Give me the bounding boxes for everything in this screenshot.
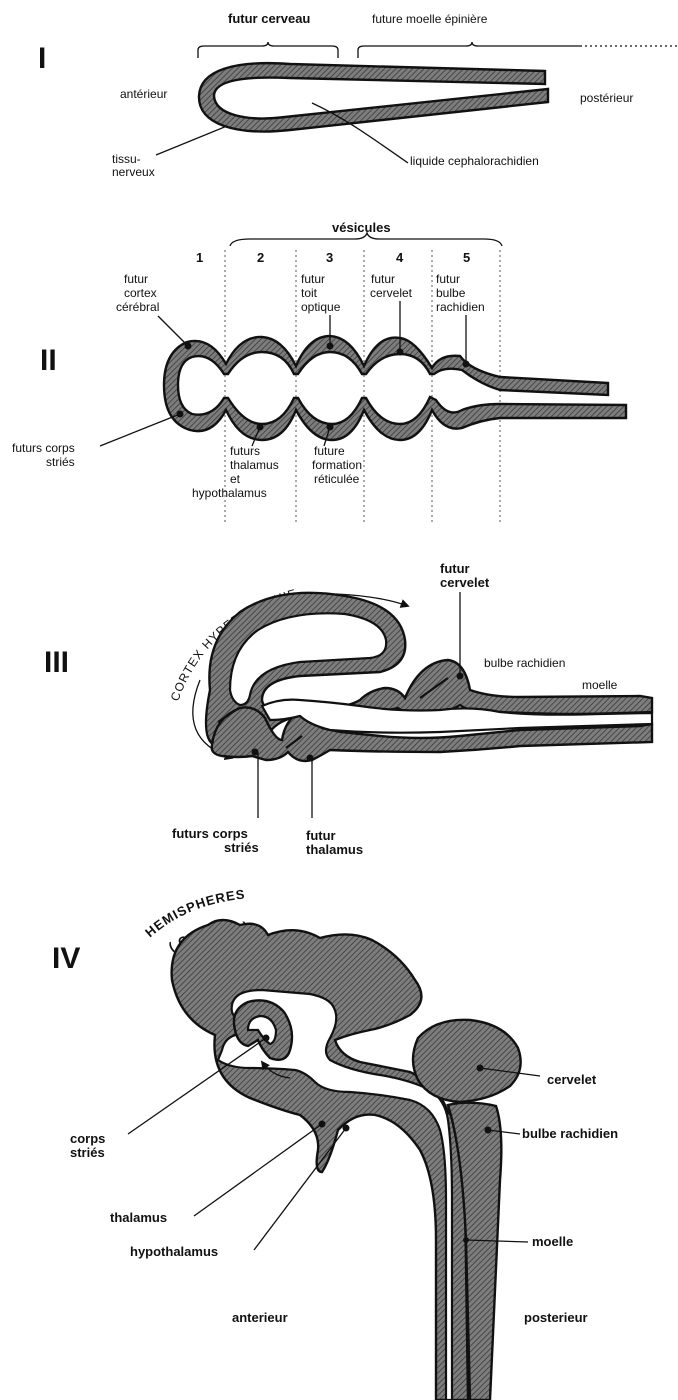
label-cervelet-iii-2: cervelet [440, 575, 490, 590]
marker-cervelet-iii [457, 673, 464, 680]
label-bulbe-iv: bulbe rachidien [522, 1126, 618, 1141]
vesicle-number-3: 3 [326, 250, 333, 265]
label-bulbe-ii-1: futur [436, 272, 460, 286]
vesicle-number-4: 4 [396, 250, 404, 265]
marker-corps-ii [177, 411, 184, 418]
pointer-cortex [158, 316, 188, 346]
vesicle-number-2: 2 [257, 250, 264, 265]
label-cortex-1: futur [124, 272, 148, 286]
label-vesicules: vésicules [332, 220, 391, 235]
label-anterieur-iv: anterieur [232, 1310, 288, 1325]
label-posterieur-i: postérieur [580, 91, 633, 105]
label-cervelet-iii-1: futur [440, 561, 470, 576]
brace-future-moelle [358, 42, 580, 58]
label-thalamus-iv: thalamus [110, 1210, 167, 1225]
label-thalamus-ii-1: futurs [230, 444, 260, 458]
stage-i-numeral: I [38, 42, 46, 75]
neural-tube-stage-i [199, 63, 548, 131]
stage-i: I futur cerveau future moelle épinière a… [38, 11, 678, 179]
label-formation-1: future [314, 444, 345, 458]
label-moelle-iv: moelle [532, 1234, 573, 1249]
label-cervelet-ii-2: cervelet [370, 286, 413, 300]
brace-futur-cerveau [198, 42, 338, 58]
label-cervelet-ii-1: futur [371, 272, 395, 286]
label-formation-3: réticulée [314, 472, 360, 486]
label-cortex-2: cortex [124, 286, 157, 300]
label-corps-iii-2: striés [224, 840, 259, 855]
marker-bulbe-ii [463, 361, 470, 368]
stage-iii-numeral: III [44, 646, 69, 679]
label-moelle-iii: moelle [582, 678, 618, 692]
marker-cortex [185, 343, 192, 350]
brain-hemisphere-iv [172, 920, 468, 1400]
label-thalamus-ii-3: et [230, 472, 241, 486]
label-toit-3: optique [301, 300, 341, 314]
neural-tube-stage-ii [164, 336, 626, 440]
pointer-thalamus-iv [194, 1124, 322, 1216]
label-toit-1: futur [301, 272, 325, 286]
label-future-moelle: future moelle épinière [372, 12, 488, 26]
vesicle-number-1: 1 [196, 250, 203, 265]
label-formation-2: formation [312, 458, 362, 472]
pointer-tissu [156, 126, 227, 155]
stage-ii-numeral: II [40, 344, 57, 377]
label-thalamus-ii-2: thalamus [230, 458, 279, 472]
vesicle-number-5: 5 [463, 250, 470, 265]
label-tissu-1: tissu- [112, 152, 141, 166]
pointer-hypothalamus-iv [254, 1128, 346, 1250]
label-cortex-3: cérébral [116, 300, 159, 314]
stage-iv: IV HEMISPHERES ( CORTEX ) cervelet bulbe… [52, 886, 618, 1400]
label-thalamus-iii-1: futur [306, 828, 336, 843]
label-cervelet-iv: cervelet [547, 1072, 597, 1087]
label-bulbe-ii-2: bulbe [436, 286, 466, 300]
label-liquide: liquide cephalorachidien [410, 154, 539, 168]
stage-ii: II vésicules 1 2 3 4 5 futur cortex céré… [12, 220, 626, 525]
label-futur-cerveau: futur cerveau [228, 11, 310, 26]
label-corps-iv-1: corps [70, 1131, 105, 1146]
stage-iv-numeral: IV [52, 942, 80, 975]
label-toit-2: toit [301, 286, 318, 300]
stage-iii: III CORTEX HYPERTROPHIE futur cervelet b… [44, 561, 652, 857]
label-corps-ii-1: futurs corps [12, 441, 75, 455]
label-thalamus-iii-2: thalamus [306, 842, 363, 857]
label-corps-ii-2: striés [46, 455, 75, 469]
label-tissu-2: nerveux [112, 165, 155, 179]
pointer-corps-ii [100, 414, 180, 446]
marker-toit [327, 343, 334, 350]
label-bulbe-ii-3: rachidien [436, 300, 485, 314]
marker-cervelet-ii [397, 349, 404, 356]
label-corps-iv-2: striés [70, 1145, 105, 1160]
label-anterieur-i: antérieur [120, 87, 167, 101]
cervelet-iv [413, 1020, 521, 1102]
label-corps-iii-1: futurs corps [172, 826, 248, 841]
label-bulbe-iii: bulbe rachidien [484, 656, 565, 670]
label-hypothalamus-iv: hypothalamus [130, 1244, 218, 1259]
label-thalamus-ii-4: hypothalamus [192, 486, 267, 500]
label-posterieur-iv: posterieur [524, 1310, 588, 1325]
brace-vesicules [230, 233, 502, 246]
